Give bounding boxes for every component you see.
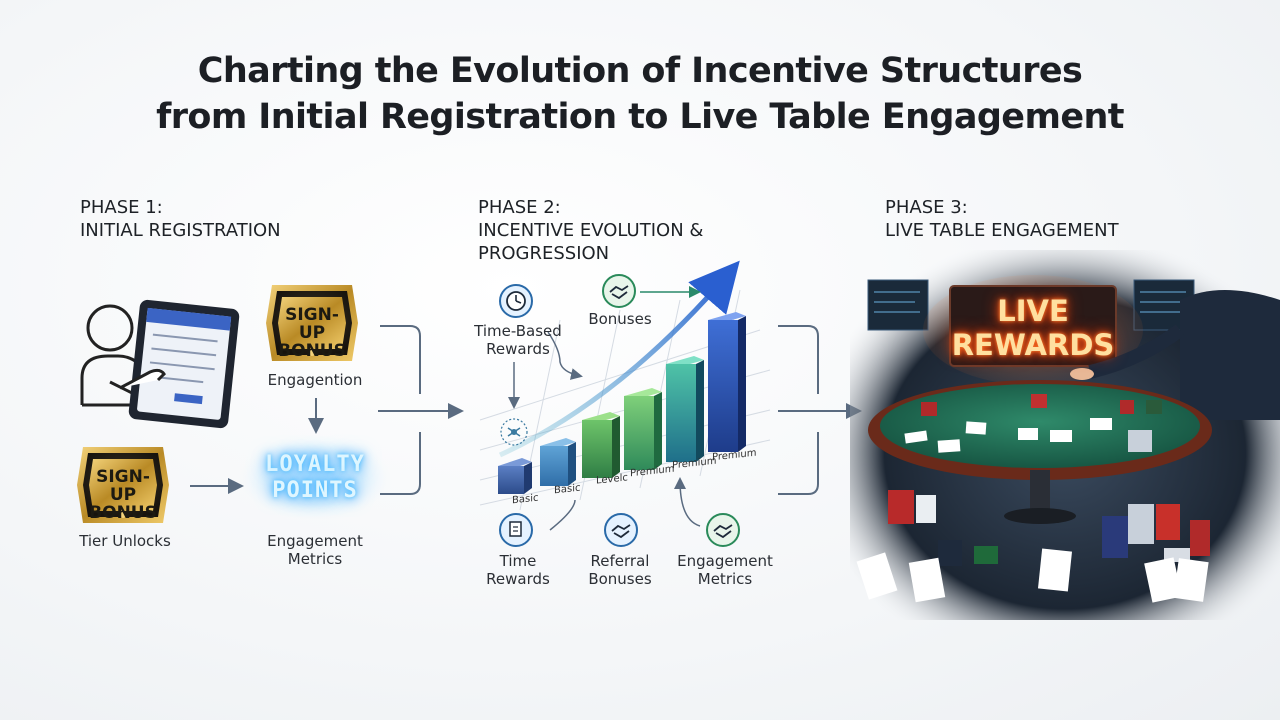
engagement-metrics-caption-p1: Engagement Metrics [255,532,375,568]
title-line-1: Charting the Evolution of Incentive Stru… [197,51,1083,91]
sign-up-badge-top [266,285,358,361]
live-line: LIVE [997,294,1069,328]
phase-3-title: LIVE TABLE ENGAGEMENT [885,220,1119,241]
referral-bonuses-label: Referral Bonuses [570,552,670,588]
page-title: Charting the Evolution of Incentive Stru… [0,48,1280,140]
loyalty-line-1: LOYALTY [265,452,365,477]
clock-icon [499,284,533,318]
bar-6 [708,312,746,452]
arrow-curve-2 [549,499,576,531]
badge-bottom-line-2: BONUS [89,503,157,523]
engagement-p2-line-2: Metrics [697,570,753,588]
rewards-line: REWARDS [951,328,1115,362]
bar-4 [624,388,662,470]
growth-trend-arrow [498,260,740,458]
loyalty-points-sign: LOYALTY POINTS [245,452,385,504]
title-line-2: from Initial Registration to Live Table … [156,97,1124,137]
live-rewards-text: LIVE REWARDS [950,294,1116,362]
time-based-line-2: Rewards [486,340,550,358]
chip-stacks [888,394,1210,566]
engagement-metrics-p1-line-2: Metrics [287,550,343,568]
arrow-curve-3 [674,477,701,527]
network-icon [500,418,528,446]
sign-up-bonus-bottom: SIGN-UP BONUS [83,468,163,522]
engagement-p2-line-1: Engagement [677,552,773,570]
phase-1-heading: PHASE 1: INITIAL REGISTRATION [80,196,281,242]
table-cards [904,418,1112,453]
badge-top-line-2: BONUS [278,341,346,361]
handshake-icon [602,274,636,308]
time-rewards-line-1: Time [499,552,537,570]
phase-2-title: INCENTIVE EVOLUTION & [478,220,704,241]
phase-1-number: PHASE 1: [80,197,163,218]
sign-up-bonus-top: SIGN-UP BONUS [272,306,352,360]
live-rewards-sign [949,285,1117,367]
phase-2-heading: PHASE 2: INCENTIVE EVOLUTION & PROGRESSI… [478,196,703,265]
engagement-metrics-label-p2: Engagement Metrics [665,552,785,588]
phase-1-title: INITIAL REGISTRATION [80,220,281,241]
badge-top-line-1: SIGN-UP [285,305,339,343]
time-based-rewards-label: Time-Based Rewards [458,322,578,358]
arrow-curve-1 [547,331,583,380]
referral-line-2: Bonuses [588,570,652,588]
loyalty-line-2: POINTS [272,478,358,503]
bar-3 [582,412,620,478]
loyalty-glow [235,433,395,523]
time-based-line-1: Time-Based [474,322,562,340]
dealer-figure [1070,290,1280,420]
engagention-caption: Engagention [267,371,363,389]
connector-bottom [380,432,421,495]
engagement-handshake-icon [706,513,740,547]
tablet-icon [128,299,240,429]
document-icon [499,513,533,547]
referral-line-1: Referral [590,552,650,570]
bar-2 [540,438,576,486]
bonuses-label: Bonuses [588,310,652,328]
phase-3-heading: PHASE 3: LIVE TABLE ENGAGEMENT [885,196,1119,242]
connector-p2-bottom [778,432,819,495]
sign-up-badge-bottom [77,447,169,523]
phase-2-number: PHASE 2: [478,197,561,218]
badge-bottom-line-1: SIGN-UP [96,467,150,505]
connector-p2-top [778,325,819,394]
connector-top [380,325,421,394]
pointing-hand-icon [119,368,166,390]
phase-3-number: PHASE 3: [885,197,968,218]
referral-handshake-icon [604,513,638,547]
engagement-metrics-p1-line-1: Engagement [267,532,363,550]
scattered-cards [856,548,1209,603]
time-rewards-line-2: Rewards [486,570,550,588]
time-rewards-label: Time Rewards [468,552,568,588]
bar-5 [666,356,704,462]
tier-unlocks-caption: Tier Unlocks [79,532,171,550]
bar-1 [498,458,532,494]
phase-2-title-cont: PROGRESSION [478,243,610,264]
